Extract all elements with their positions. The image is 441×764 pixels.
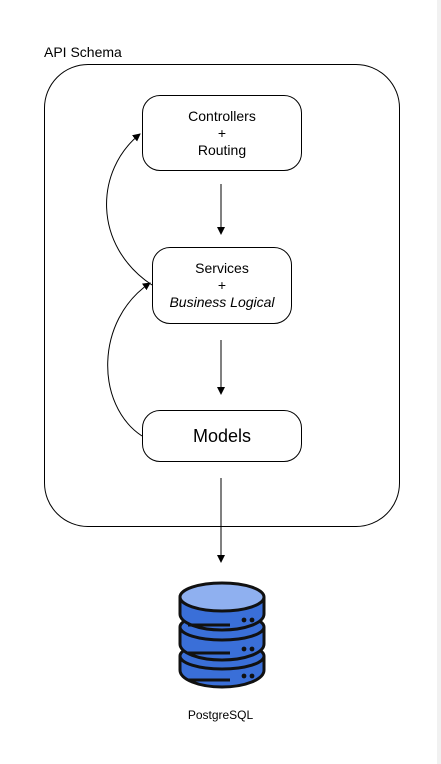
api-schema-container	[44, 64, 400, 527]
controllers-routing-node: Controllers + Routing	[142, 95, 302, 171]
models-label: Models	[192, 425, 252, 446]
services-business-node: Services + Business Logical	[152, 247, 292, 324]
database-icon	[178, 581, 266, 689]
container-title: API Schema	[44, 44, 122, 60]
arrow-models-back-to-services	[107, 282, 151, 437]
business-logical-label: Business Logical	[169, 294, 275, 310]
controllers-plus: +	[217, 124, 227, 141]
services-plus: +	[217, 277, 227, 293]
models-node: Models	[142, 410, 302, 462]
database-label: PostgreSQL	[187, 708, 254, 722]
services-label: Services	[195, 260, 249, 276]
canvas-edge-strip	[437, 0, 441, 764]
routing-label: Routing	[197, 141, 247, 158]
arrow-services-back-to-controllers	[106, 133, 153, 286]
controllers-label: Controllers	[188, 107, 256, 124]
